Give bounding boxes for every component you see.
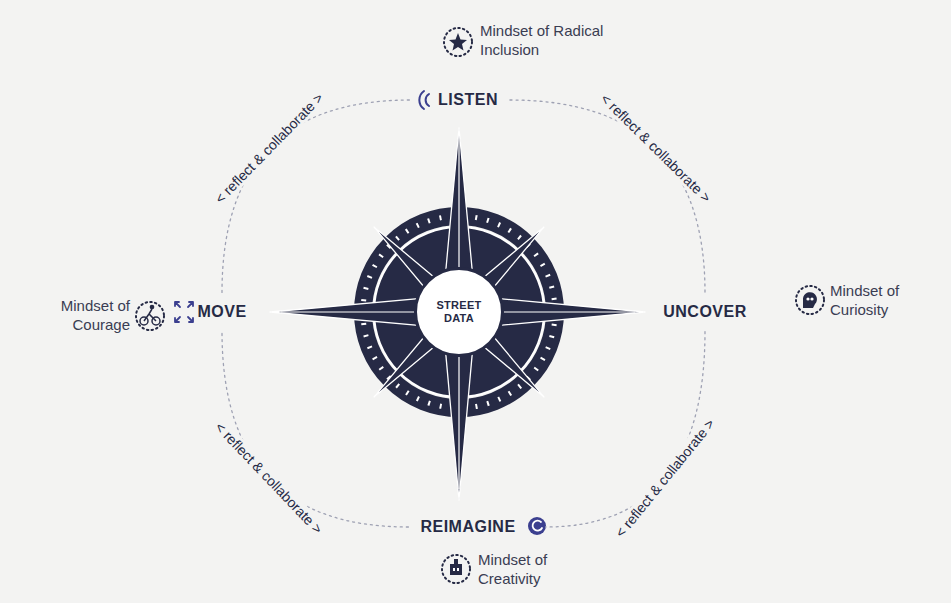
stage-node: MOVE <box>193 300 250 323</box>
edge-label: < reflect & collaborate > <box>610 413 721 544</box>
inclusion-icon <box>449 33 467 51</box>
hub-circle: STREET DATA <box>414 267 504 357</box>
cycle-connector <box>222 332 408 527</box>
node-title: MOVE <box>197 302 246 321</box>
compass-split-lines <box>281 135 635 489</box>
stage-node: UNCOVER <box>659 300 751 323</box>
mindset-label: Mindset of Curiosity <box>830 282 945 320</box>
mindset-label: Mindset of Radical Inclusion <box>480 22 620 60</box>
cycle-connector <box>510 100 705 292</box>
mindset-icon-rings <box>136 28 824 583</box>
courage-icon <box>140 305 160 325</box>
edge-label: < reflect & collaborate > <box>595 88 717 209</box>
compass-main-points <box>270 128 645 500</box>
cycle-connector <box>222 100 410 292</box>
stage-node: REIMAGINE <box>416 515 519 538</box>
mindset-label: Mindset of Creativity <box>478 551 593 589</box>
edge-label: < reflect & collaborate > <box>209 87 329 210</box>
edge-label: < reflect & collaborate > <box>209 416 328 540</box>
creativity-icon <box>450 559 462 575</box>
move-icon <box>175 302 193 322</box>
node-title: STREET DATA <box>417 299 501 324</box>
cycle-connector <box>546 332 705 527</box>
stage-node: LISTEN <box>434 88 502 111</box>
node-title: UNCOVER <box>663 302 747 321</box>
mindset-label: Mindset of Courage <box>18 297 130 335</box>
listen-icon <box>419 91 429 109</box>
reimagine-icon <box>528 517 546 535</box>
curiosity-icon <box>803 292 817 308</box>
node-title: LISTEN <box>438 90 498 109</box>
node-title: REIMAGINE <box>420 517 515 536</box>
